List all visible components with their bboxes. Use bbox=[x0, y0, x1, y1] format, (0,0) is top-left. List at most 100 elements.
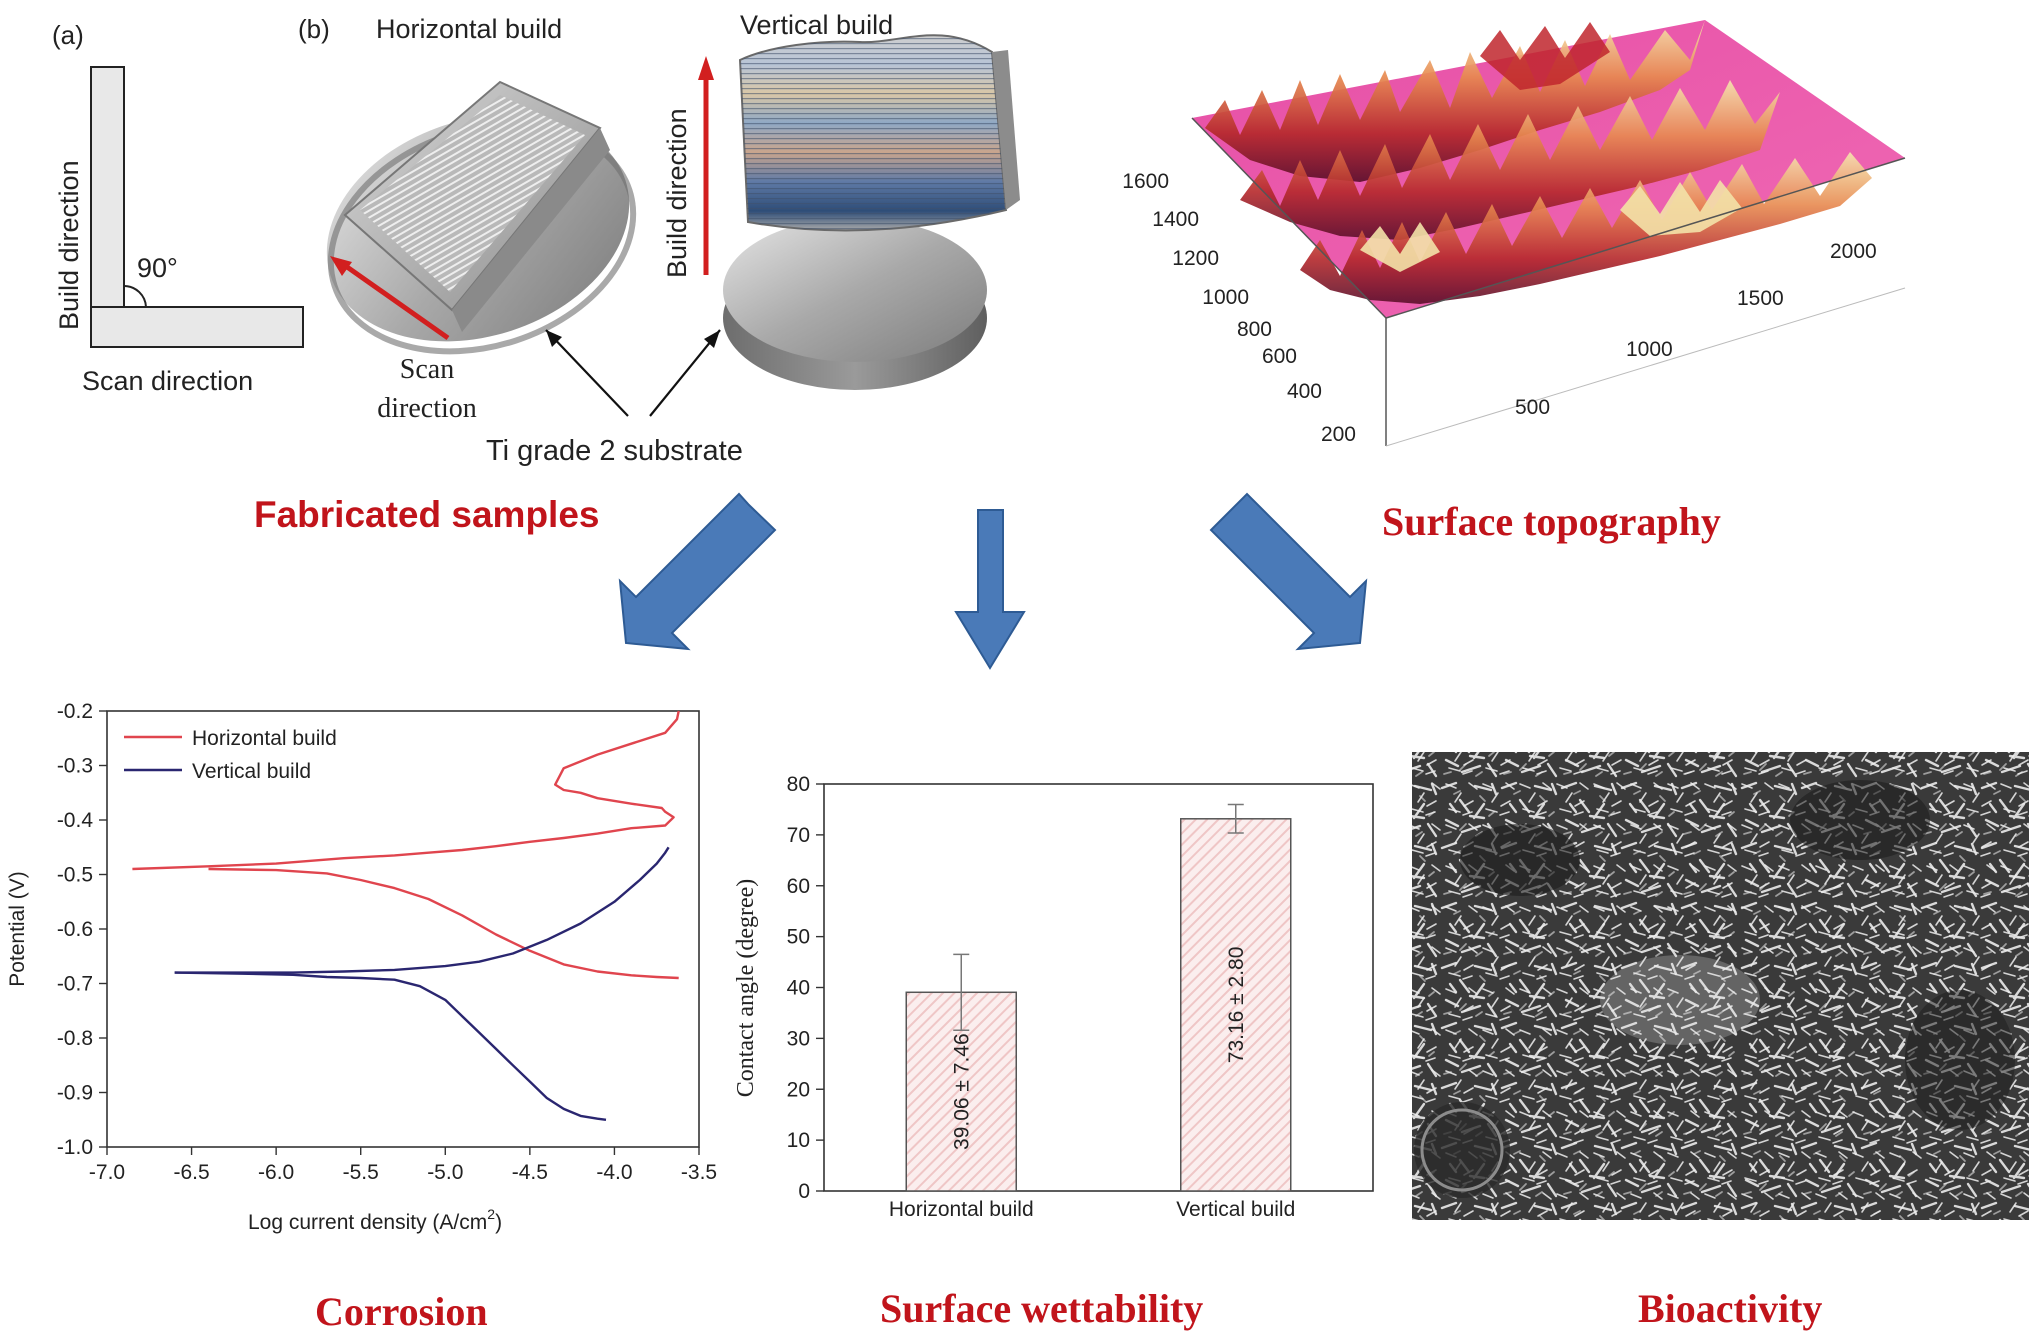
wettability-bar bbox=[1180, 818, 1292, 1192]
corrosion-y-tick-label: -0.3 bbox=[57, 755, 93, 778]
pointer-line-vertical bbox=[649, 329, 721, 417]
wettability-y-tick-label: 40 bbox=[787, 977, 810, 1000]
topo-y-tick: 400 bbox=[1287, 380, 1322, 403]
corrosion-x-tick-label: -7.0 bbox=[89, 1161, 125, 1184]
scan-direction-label-a: Scan direction bbox=[82, 366, 253, 396]
panel-b-photos: (b) Horizontal build Vertical build Buil… bbox=[298, 10, 1020, 467]
corrosion-line-horizontal-anodic bbox=[132, 710, 680, 871]
build-direction-label-a: Build direction bbox=[54, 160, 84, 330]
arrow-to-wettability bbox=[954, 509, 1026, 670]
pointer-line-horizontal bbox=[545, 329, 629, 417]
wettability-y-tick-label: 60 bbox=[787, 875, 810, 898]
corrosion-x-tick-label: -6.0 bbox=[258, 1161, 294, 1184]
corrosion-x-tick-label: -4.5 bbox=[512, 1161, 548, 1184]
heading-fabricated-samples: Fabricated samples bbox=[254, 494, 599, 535]
corrosion-x-tick-label: -4.0 bbox=[596, 1161, 632, 1184]
wettability-category-label: Vertical build bbox=[1176, 1198, 1295, 1221]
build-direction-arrowhead bbox=[698, 56, 714, 80]
wettability-y-tick-label: 50 bbox=[787, 926, 810, 949]
scan-label-line1: Scan bbox=[400, 354, 454, 385]
corrosion-line-horizontal-cathodic bbox=[208, 867, 679, 980]
wettability-y-tick-label: 30 bbox=[787, 1027, 810, 1050]
corrosion-y-tick-label: -0.8 bbox=[57, 1027, 93, 1050]
topo-y-tick: 1000 bbox=[1202, 286, 1249, 309]
corrosion-line-vertical-anodic bbox=[174, 846, 670, 974]
corrosion-chart: -0.2 -0.3 -0.4 -0.5 -0.6 -0.7 -0.8 -0.9 -1.0 -7.… bbox=[6, 700, 717, 1234]
topo-x-tick: 2000 bbox=[1830, 240, 1877, 263]
corrosion-y-tick-label: -0.2 bbox=[57, 700, 93, 723]
topo-x-tick: 1000 bbox=[1626, 338, 1673, 361]
corrosion-y-label: Potential (V) bbox=[6, 871, 29, 987]
topo-y-tick: 1200 bbox=[1172, 247, 1219, 270]
vertical-bar bbox=[90, 66, 125, 308]
scan-label-line2: direction bbox=[377, 393, 477, 424]
arrow-to-corrosion bbox=[618, 492, 777, 651]
heading-surface-topography: Surface topography bbox=[1382, 499, 1721, 544]
corrosion-x-label: Log current density (A/cm2) bbox=[248, 1206, 502, 1234]
corrosion-y-tick-label: -0.9 bbox=[57, 1082, 93, 1105]
wettability-y-tick-label: 20 bbox=[787, 1078, 810, 1101]
wettability-y-tick-label: 10 bbox=[787, 1129, 810, 1152]
wettability-chart: 0 10 20 30 40 50 60 70 80 39.06 ± 7.46Horizontal… bbox=[733, 773, 1374, 1221]
arrow-to-bioactivity bbox=[1209, 492, 1368, 651]
topo-y-tick: 1400 bbox=[1152, 208, 1199, 231]
vertical-build-label: Vertical build bbox=[740, 10, 893, 40]
corrosion-legend: Horizontal build Vertical build bbox=[124, 727, 337, 783]
heading-surface-wettability: Surface wettability bbox=[880, 1286, 1203, 1331]
corrosion-y-ticks: -0.2 -0.3 -0.4 -0.5 -0.6 -0.7 -0.8 -0.9 -1.0 bbox=[57, 700, 107, 1159]
topo-x-tick: 1500 bbox=[1737, 287, 1784, 310]
horizontal-build-label: Horizontal build bbox=[376, 14, 562, 44]
corrosion-line-vertical-cathodic bbox=[174, 971, 607, 1121]
corrosion-series bbox=[132, 710, 680, 1121]
topo-y-ticks: 1600 1400 1200 1000 800 600 400 200 bbox=[1122, 170, 1356, 446]
legend-label-horizontal: Horizontal build bbox=[192, 727, 337, 750]
heading-corrosion: Corrosion bbox=[315, 1289, 488, 1334]
wettability-category-label: Horizontal build bbox=[889, 1198, 1034, 1221]
substrate-label: Ti grade 2 substrate bbox=[486, 435, 743, 467]
panel-a-tag: (a) bbox=[52, 20, 84, 50]
angle-arc bbox=[123, 284, 147, 308]
corrosion-y-tick-label: -0.4 bbox=[57, 809, 94, 832]
topo-y-tick: 800 bbox=[1237, 318, 1272, 341]
flow-arrows bbox=[618, 492, 1368, 670]
corrosion-x-ticks: -7.0-6.5-6.0-5.5-5.0-4.5-4.0-3.5 bbox=[89, 1147, 717, 1184]
heading-bioactivity: Bioactivity bbox=[1638, 1286, 1822, 1331]
corrosion-x-tick-label: -6.5 bbox=[173, 1161, 209, 1184]
build-direction-label-b: Build direction bbox=[662, 108, 692, 278]
corrosion-x-tick-label: -5.5 bbox=[343, 1161, 379, 1184]
wettability-y-label: Contact angle (degree) bbox=[733, 879, 759, 1098]
horizontal-bar bbox=[90, 306, 304, 348]
topo-x-ticks: 500 1000 1500 2000 bbox=[1515, 240, 1877, 419]
panel-a-schematic: (a) Build direction 90° Scan direction bbox=[52, 20, 304, 396]
topo-y-tick: 1600 bbox=[1122, 170, 1169, 193]
corrosion-plot-frame bbox=[106, 710, 700, 1148]
corrosion-y-tick-label: -1.0 bbox=[57, 1136, 93, 1159]
scan-direction-arrowhead bbox=[330, 256, 352, 276]
horizontal-build-photo bbox=[326, 80, 637, 355]
topo-x-axis bbox=[1385, 157, 1906, 319]
wettability-y-tick-label: 70 bbox=[787, 824, 810, 847]
topo-y-tick: 200 bbox=[1321, 423, 1356, 446]
corrosion-y-tick-label: -0.6 bbox=[57, 918, 93, 941]
legend-label-vertical: Vertical build bbox=[192, 760, 311, 783]
panel-b-tag: (b) bbox=[298, 14, 330, 44]
scan-direction-arrow-shaft bbox=[338, 259, 450, 341]
bioactivity-sem-image bbox=[1412, 752, 2029, 1220]
wettability-y-tick-label: 80 bbox=[787, 773, 810, 796]
angle-label: 90° bbox=[137, 253, 178, 283]
topo-x-tick: 500 bbox=[1515, 396, 1550, 419]
wettability-data-label: 39.06 ± 7.46 bbox=[950, 1033, 973, 1150]
topo-y-tick: 600 bbox=[1262, 345, 1297, 368]
corrosion-y-tick-label: -0.5 bbox=[57, 864, 93, 887]
corrosion-x-tick-label: -3.5 bbox=[681, 1161, 717, 1184]
topo-y-axis bbox=[1191, 117, 1387, 319]
wettability-data-label: 73.16 ± 2.80 bbox=[1225, 947, 1248, 1064]
wettability-y-ticks: 0 10 20 30 40 50 60 70 80 bbox=[787, 773, 824, 1203]
corrosion-y-tick-label: -0.7 bbox=[57, 973, 93, 996]
surface-topography-plot: 1600 1400 1200 1000 800 600 400 200 500 … bbox=[1122, 20, 1906, 447]
sem-particle bbox=[1414, 1102, 1510, 1198]
wettability-y-tick-label: 0 bbox=[798, 1180, 810, 1203]
vertical-build-photo: Build direction bbox=[662, 34, 1020, 390]
